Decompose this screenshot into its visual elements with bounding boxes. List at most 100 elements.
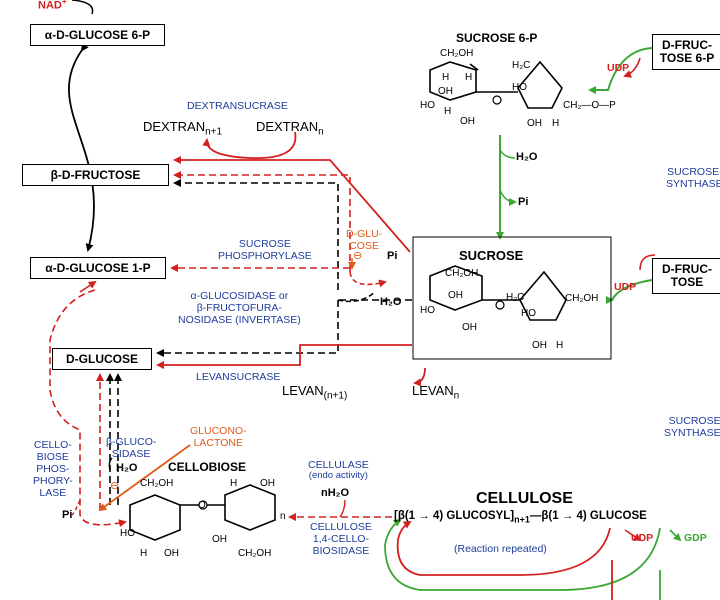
invertase-l2: β-FRUCTOFURA-	[196, 302, 282, 315]
cb-ch2oh-1: CH₂OH	[140, 478, 174, 489]
s6p-h1: H	[442, 72, 450, 83]
reaction-repeated-red-loop	[396, 520, 611, 576]
dglucose-box: D-GLUCOSE	[52, 348, 152, 370]
dextran-n1-label: DEXTRANn+1	[143, 119, 223, 138]
dextran-loop-arrow	[202, 131, 297, 159]
fructose6p-line2: TOSE 6-P	[659, 51, 715, 65]
nad-hook-arrow	[71, 0, 94, 15]
suc-h: H	[556, 340, 564, 351]
sucrose6p-label: SUCROSE 6-P	[456, 31, 538, 45]
fructose-to-sucrose-arrow	[611, 279, 653, 302]
udp-mid-label: UDP	[614, 281, 637, 293]
glucosidase-h2o-arrow	[108, 457, 113, 471]
s6p-ho1: HO	[420, 100, 435, 111]
udp-bottom-label: UDP	[631, 532, 654, 544]
suc-ho-2: HO	[521, 308, 536, 319]
invertase-label: α-GLUCOSIDASE or β-FRUCTOFURA- NOSIDASE …	[178, 290, 301, 326]
cb-o: O	[198, 500, 206, 511]
pi-arrow	[349, 271, 387, 288]
cb-oh-3: OH	[212, 534, 227, 545]
s6p-oh3: OH	[527, 118, 542, 129]
cb-h-2: H	[140, 548, 148, 559]
cellulose-formula: [β(1 → 4) GLUCOSYL]n+1—β(1 → 4) GLUCOSE	[394, 510, 647, 525]
glucosidase-label: β-GLUCO- SIDASE	[106, 436, 156, 460]
sucrose-synthase-mid-l2: SYNTHASE	[664, 427, 720, 440]
fructose-right-box: D-FRUC- TOSE	[652, 258, 720, 294]
cellulase-l1: CELLULASE	[308, 459, 369, 471]
biosidase-l1: CELLULOSE	[310, 521, 372, 533]
cellulase-h2o-arrow	[339, 499, 346, 518]
fructose6p-line1: D-FRUC-	[662, 37, 712, 52]
pi-sucrose6p-label: Pi	[518, 196, 529, 208]
pi-cellobiose-label: Pi	[62, 509, 73, 521]
sucrose-box	[412, 236, 612, 360]
udp-top-label: UDP	[607, 62, 630, 74]
cb-oh-1: OH	[260, 478, 275, 489]
gdp-bottom-label: GDP	[684, 532, 707, 544]
sucrose6p-o	[492, 95, 502, 105]
h2o-glucosidase-label: H₂O	[116, 462, 138, 474]
udp-mid-arrow	[639, 254, 656, 271]
levan-n-label: LEVANn	[412, 383, 460, 402]
cbp-l4: PHORY-	[33, 475, 73, 488]
sucrose-phosphorylase-label: SUCROSE PHOSPHORYLASE	[218, 238, 312, 262]
udp-bottom-arrow	[624, 529, 642, 542]
glucose-inhibitor-label: D-GLU- COSE	[346, 228, 382, 252]
suc-oh-3: OH	[532, 340, 547, 351]
fructose-right-line1: D-FRUC-	[662, 261, 712, 276]
cellobiose-o	[198, 500, 208, 510]
sucrose-phosphorylase-l2: PHOSPHORYLASE	[218, 250, 312, 263]
cbp-l1: CELLO-	[33, 439, 72, 451]
levansucrase-label: LEVANSUCRASE	[196, 371, 281, 383]
gluconolactone-arrow	[98, 444, 191, 512]
suc-oh-2: OH	[462, 322, 477, 333]
cellobiose-ring-2	[224, 484, 276, 531]
s6p-h4: H	[552, 118, 560, 129]
fructose6p-to-sucrose6p-arrow	[588, 47, 653, 94]
sucrose-synthase-top-label: SUCROSE- SYNTHASE	[666, 166, 720, 190]
glucose-inhibitor-l2: COSE	[349, 240, 379, 253]
udp-top-arrow	[623, 57, 641, 78]
sucrose6p-h2o-arrow	[499, 149, 516, 159]
s6p-ho2: HO	[512, 82, 527, 93]
s6p-oh2: OH	[460, 116, 475, 127]
s6p-h2: H	[465, 72, 473, 83]
gluconolactone-minus: ⊖	[110, 480, 120, 492]
s6p-h2c: H₂C	[512, 60, 531, 71]
cb-h-1: H	[230, 478, 238, 489]
sucrose-label: SUCROSE	[459, 248, 524, 263]
glucosidase-l1: β-GLUCO-	[106, 436, 157, 448]
reaction-repeated-green-loop	[384, 518, 661, 591]
suc-oh-1: OH	[448, 290, 463, 301]
fructose-box: β-D-FRUCTOSE	[22, 164, 169, 186]
invertase-to-dglucose-arrow	[156, 300, 339, 357]
cellobiose-phosphorylase-arrow	[49, 389, 127, 528]
sucrose-fructose-ring	[519, 270, 567, 321]
suc-ch2oh-1: CH₂OH	[445, 268, 479, 279]
cb-ch2oh-2: CH₂OH	[238, 548, 272, 559]
cbp-l3: PHOS-	[36, 463, 70, 476]
phosphorylase-to-fructose-arrow	[173, 171, 351, 272]
levan-loop-arrow	[413, 367, 426, 387]
glucose-inhibitor-minus: ⊖	[353, 250, 363, 262]
gluconolactone-l2: LACTONE	[193, 437, 243, 450]
gluconolactone-l1: GLUCONO-	[190, 425, 247, 437]
gluconolactone-label: GLUCONO- LACTONE	[190, 425, 247, 449]
s6p-h3: H	[444, 106, 452, 117]
suc-ch2oh-2: CH₂OH	[565, 293, 599, 304]
cellulase-label: CELLULASE (endo activity)	[308, 459, 369, 482]
sucrose-synthase-mid-l1: SUCROSE	[668, 415, 720, 427]
g1p-arrowhead	[79, 280, 97, 293]
h2o-sucrose6p-label: H₂O	[516, 151, 538, 163]
cellobiose-ring-1	[129, 494, 181, 541]
cbp-l5: LASE	[39, 487, 67, 500]
s6p-ch2oh: CH₂OH	[440, 48, 474, 59]
h2o-invertase-label: H₂O	[380, 296, 402, 308]
nad-label: NAD+	[38, 0, 67, 12]
sucrose-synthase-top-l2: SYNTHASE	[666, 178, 720, 191]
sucrose-o	[495, 300, 505, 310]
g6p-g1p-arrow	[68, 42, 95, 252]
cellulase-l2: (endo activity)	[308, 470, 368, 482]
cellobiose-label: CELLOBIOSE	[168, 460, 247, 474]
